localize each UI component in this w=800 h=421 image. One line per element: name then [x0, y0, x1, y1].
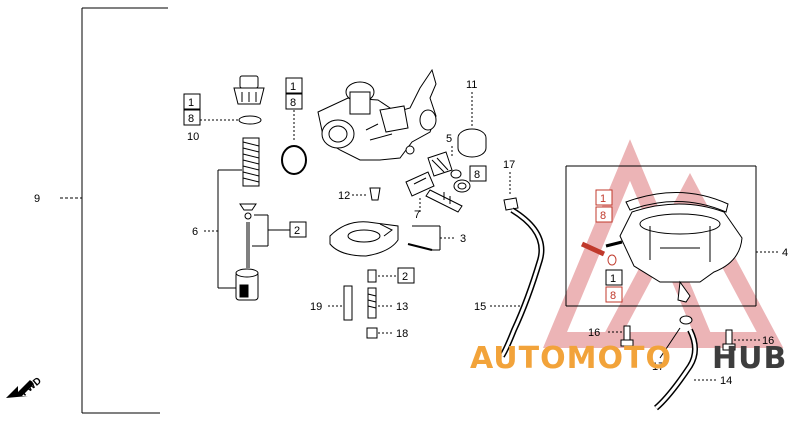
label-16-a: 16	[588, 327, 600, 339]
watermark-text: AUTOMOTO HUB	[470, 341, 787, 376]
bracket-9	[60, 7, 168, 414]
label-4: 4	[782, 247, 788, 259]
label-5: 5	[446, 133, 452, 145]
float-3	[329, 221, 433, 257]
float-bowl	[605, 191, 743, 303]
ref-8-b: 8	[290, 97, 296, 109]
ref-box-1-8-a: 1 8	[183, 93, 201, 126]
small-nut	[453, 179, 471, 193]
drain-screw-spring	[580, 241, 617, 266]
ref-1-a: 1	[188, 97, 194, 109]
fwd-label: FWD	[19, 375, 44, 398]
ref-8-d: 8	[600, 210, 606, 222]
ref-box-2-a: 2	[252, 214, 307, 247]
ref-box-1-8-e: 1 8	[605, 269, 623, 303]
ref-1-e: 1	[610, 273, 616, 285]
drain-screw-17-a	[503, 172, 519, 211]
float-valve	[367, 267, 415, 284]
washer-10	[238, 115, 262, 125]
ref-box-1-8-d: 1 8	[595, 189, 613, 223]
label-16-b: 16	[762, 335, 774, 347]
label-12: 12	[338, 190, 350, 202]
spring	[242, 137, 260, 187]
label-14: 14	[720, 375, 732, 387]
label-19: 19	[310, 301, 322, 313]
label-7: 7	[414, 209, 420, 221]
label-6: 6	[192, 226, 198, 238]
needle-jet-19	[328, 285, 353, 321]
screw-16-a	[608, 325, 634, 347]
ref-box-1-8-b: 1 8	[285, 77, 303, 140]
throttle-valve	[235, 268, 259, 301]
main-jet-13	[367, 287, 392, 319]
bracket-6	[204, 169, 242, 289]
vent-tube-15	[490, 207, 545, 358]
bracket-3	[412, 225, 456, 251]
fwd-arrow-icon: FWD	[6, 375, 44, 399]
watermark-text-b: HUB	[712, 341, 787, 376]
ref-8-a: 8	[188, 113, 194, 125]
nozzle-12	[352, 187, 381, 201]
watermark-text-a: AUTOMOTO	[470, 341, 672, 376]
label-15: 15	[474, 301, 486, 313]
needle-clip	[239, 203, 257, 268]
ref-2-a: 2	[294, 225, 300, 237]
top-cap-nut	[233, 75, 265, 105]
ref-8-c: 8	[474, 169, 480, 181]
drain-tube-14	[654, 328, 716, 411]
clamp-17-b	[659, 315, 693, 359]
label-18: 18	[396, 328, 408, 340]
label-3: 3	[460, 233, 466, 245]
label-17-a: 17	[503, 159, 515, 171]
screw-16-b	[722, 329, 760, 351]
ref-box-8-c: 8	[469, 165, 487, 182]
bracket-4	[565, 165, 778, 307]
ref-8-e: 8	[610, 290, 616, 302]
ref-1-d: 1	[600, 193, 606, 205]
label-13: 13	[396, 301, 408, 313]
o-ring	[281, 145, 307, 175]
jet-18	[366, 327, 392, 339]
pilot-screw-5	[427, 146, 462, 179]
ref-2-b: 2	[402, 271, 408, 283]
label-9: 9	[34, 193, 40, 205]
carburetor-body	[317, 68, 437, 161]
label-11: 11	[466, 79, 477, 91]
ref-1-b: 1	[290, 81, 296, 93]
label-17-b: 17	[652, 361, 664, 373]
choke-cap-11	[457, 92, 487, 158]
idle-screw-7	[405, 171, 463, 214]
label-10: 10	[187, 131, 199, 143]
